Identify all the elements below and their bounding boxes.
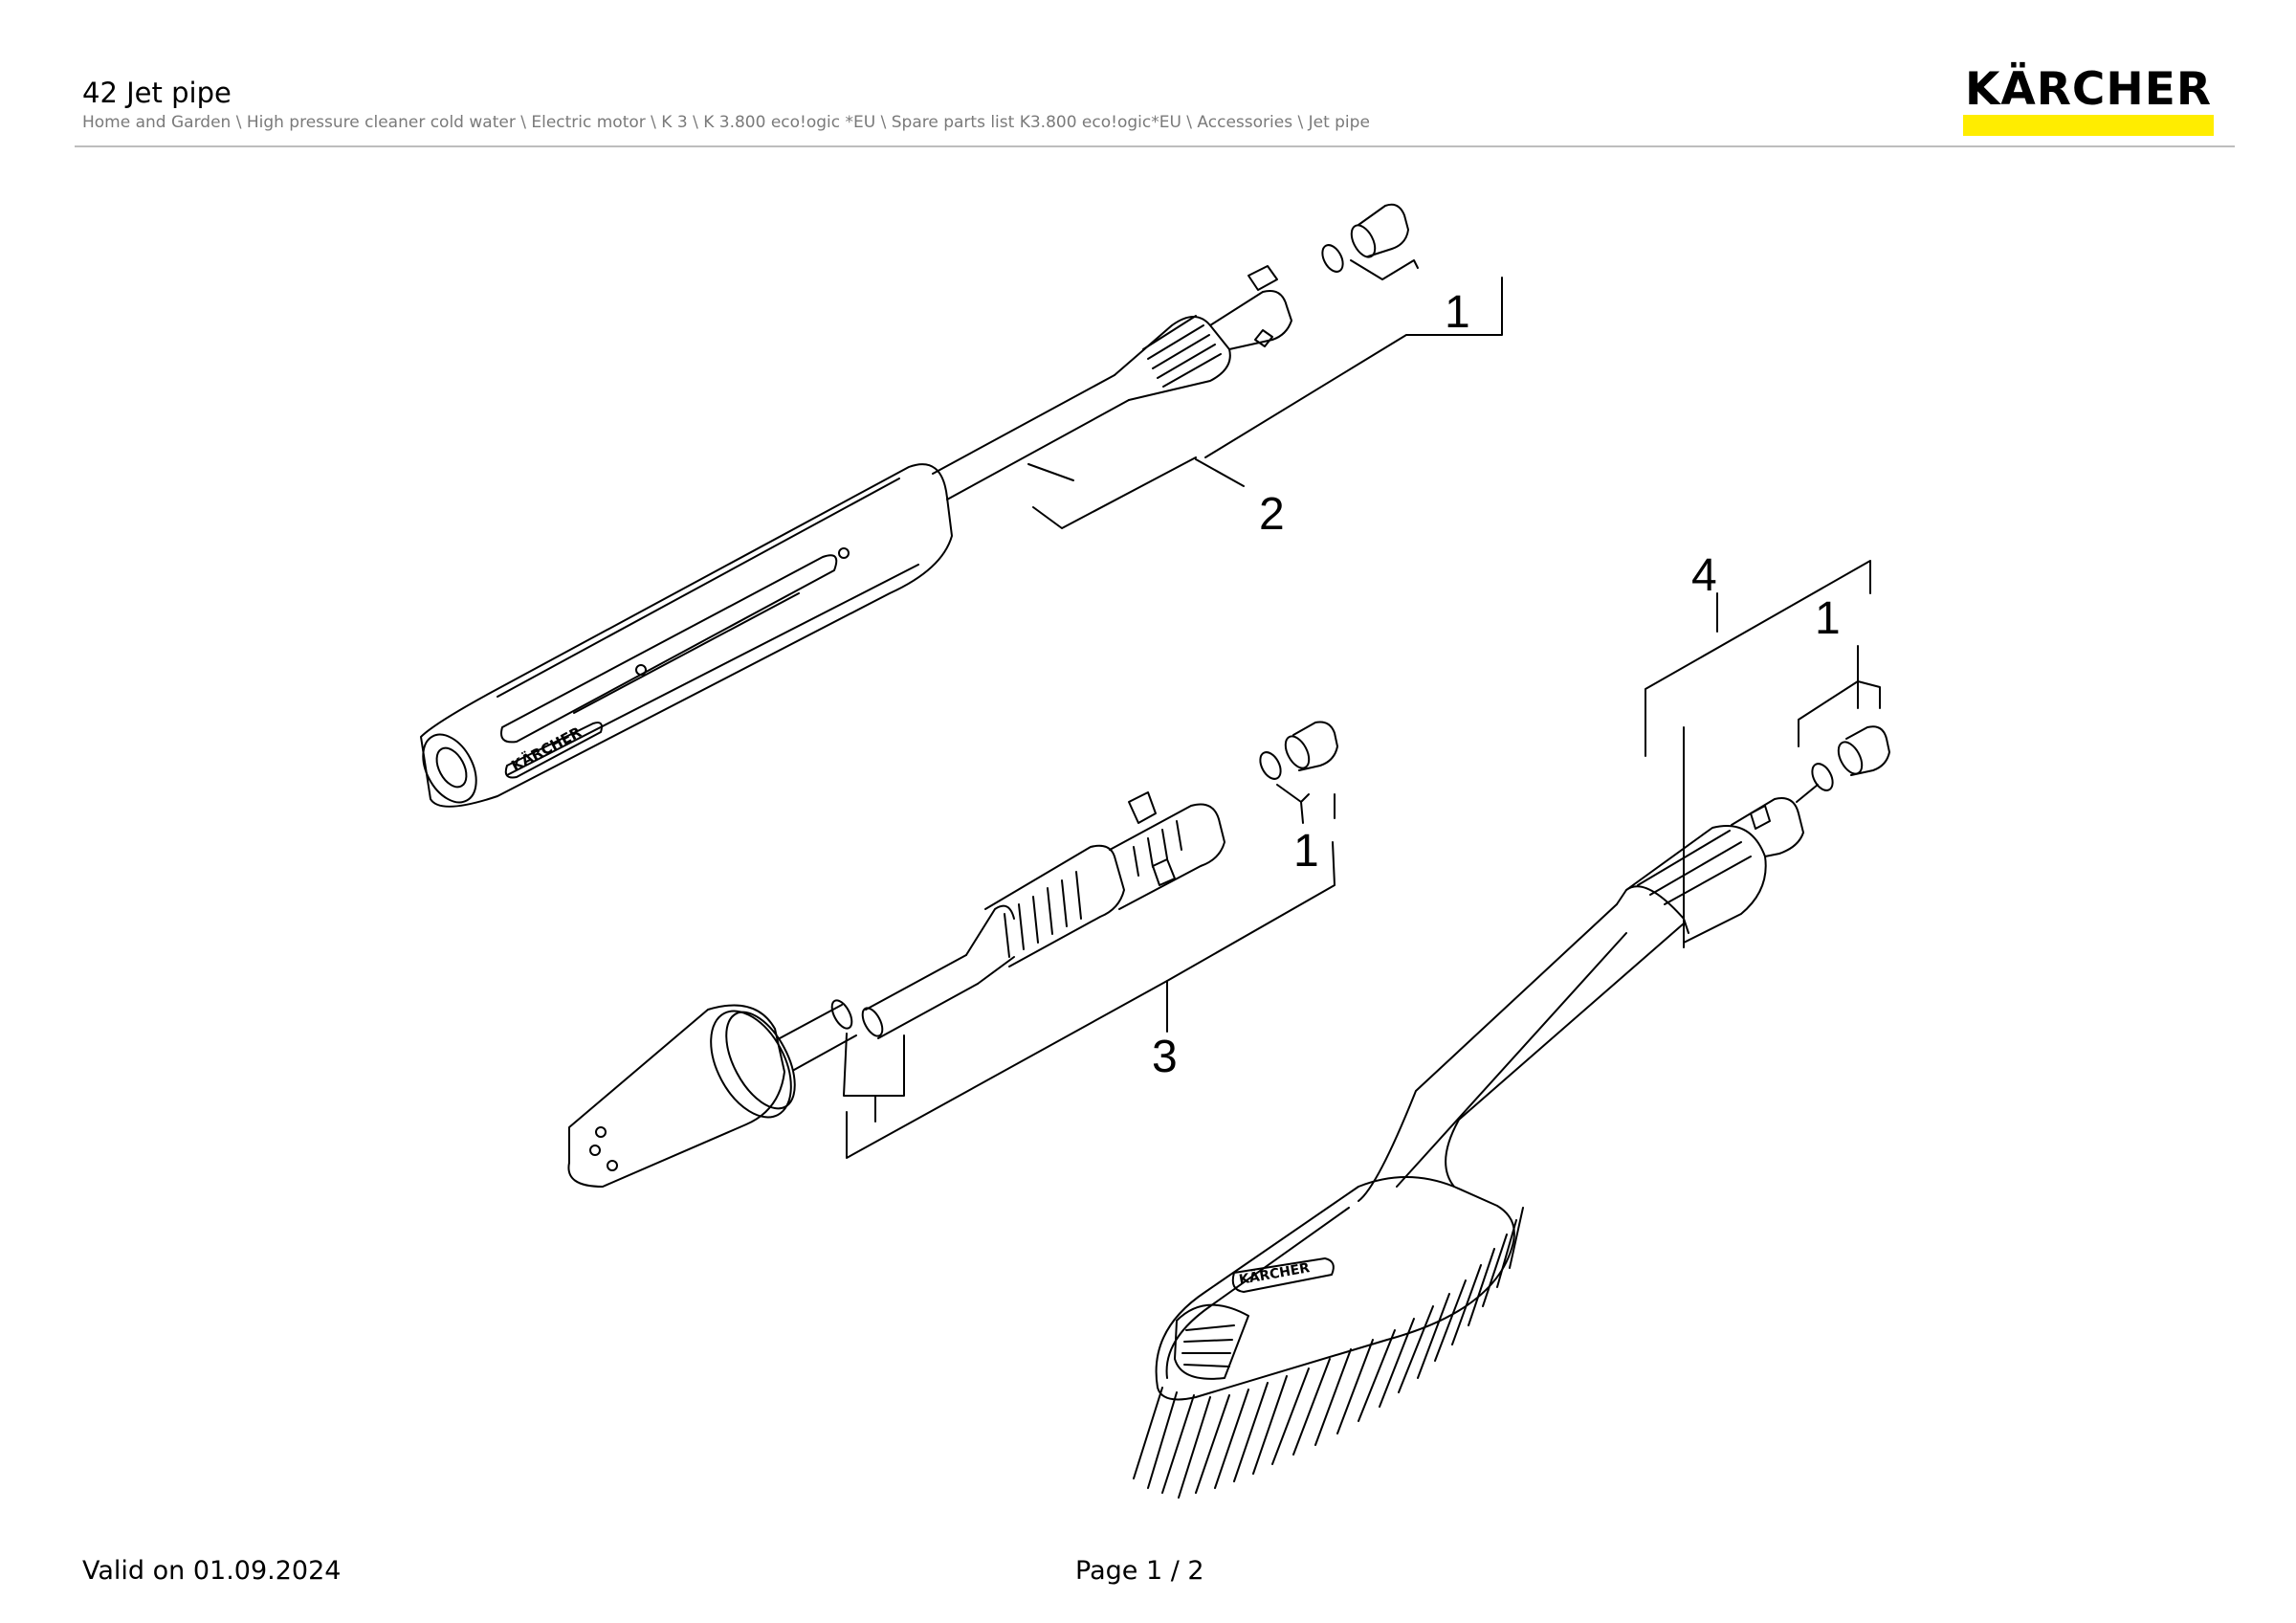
handle-logo-marking: KÄRCHER [508,723,585,775]
kaercher-logo: KÄRCHER [1964,63,2213,116]
callout-1-right: 1 [1815,593,1841,644]
wash-brush: KÄRCHER [1133,560,1890,1499]
valid-date: Valid on 01.09.2024 [82,1556,342,1586]
callout-2: 2 [1259,489,1285,540]
callout-1-top: 1 [1445,287,1470,338]
dirt-blaster-pipe [567,721,1338,1188]
jet-pipe-handle: KÄRCHER [420,203,1503,808]
callout-3: 3 [1152,1032,1178,1082]
header-divider [75,145,2235,147]
page-number: Page 1 / 2 [1075,1556,1204,1586]
page-title: 42 Jet pipe [82,77,232,109]
callout-1-middle: 1 [1293,826,1319,877]
callout-4: 4 [1691,550,1717,601]
brush-logo-marking: KÄRCHER [1238,1259,1312,1288]
breadcrumb: Home and Garden \ High pressure cleaner … [82,113,1370,132]
logo-yellow-bar [1963,115,2214,136]
